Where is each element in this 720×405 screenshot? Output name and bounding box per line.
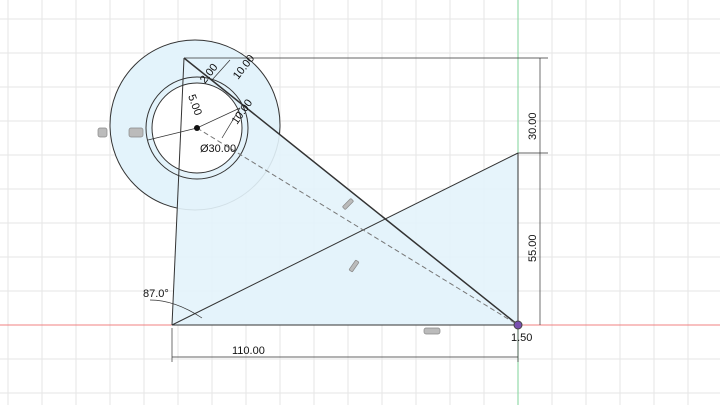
width-dimension[interactable]: 110.00 [232, 345, 265, 357]
coincident-constraint-icon[interactable] [128, 127, 144, 138]
coincident-constraint-icon[interactable] [97, 127, 108, 138]
offset-dimension[interactable]: 1.50 [511, 332, 532, 344]
inner-diameter-dimension[interactable]: Ø30.00 [200, 143, 236, 155]
horizontal-constraint-icon[interactable] [423, 327, 441, 335]
lower-height-dimension[interactable]: 55.00 [527, 234, 539, 262]
center-point[interactable] [194, 125, 200, 131]
parallel-constraint-icon[interactable] [348, 259, 360, 273]
diagonal-edge[interactable] [183, 57, 519, 326]
diameter-leader-2 [196, 107, 241, 129]
ring-dimension-line [211, 59, 231, 81]
upper-height-dimension[interactable]: 30.00 [527, 112, 539, 140]
ring-outer-circle[interactable] [145, 76, 249, 180]
rising-edge[interactable] [171, 152, 519, 326]
offset-leader [221, 107, 241, 139]
origin-point[interactable] [513, 320, 523, 330]
construction-line[interactable] [196, 127, 519, 326]
parallel-constraint-icon[interactable] [342, 198, 354, 210]
angle-dimension[interactable]: 87.0° [143, 288, 169, 300]
left-edge[interactable] [171, 57, 185, 326]
angle-arc[interactable] [149, 299, 203, 319]
diameter-leader [147, 127, 198, 141]
